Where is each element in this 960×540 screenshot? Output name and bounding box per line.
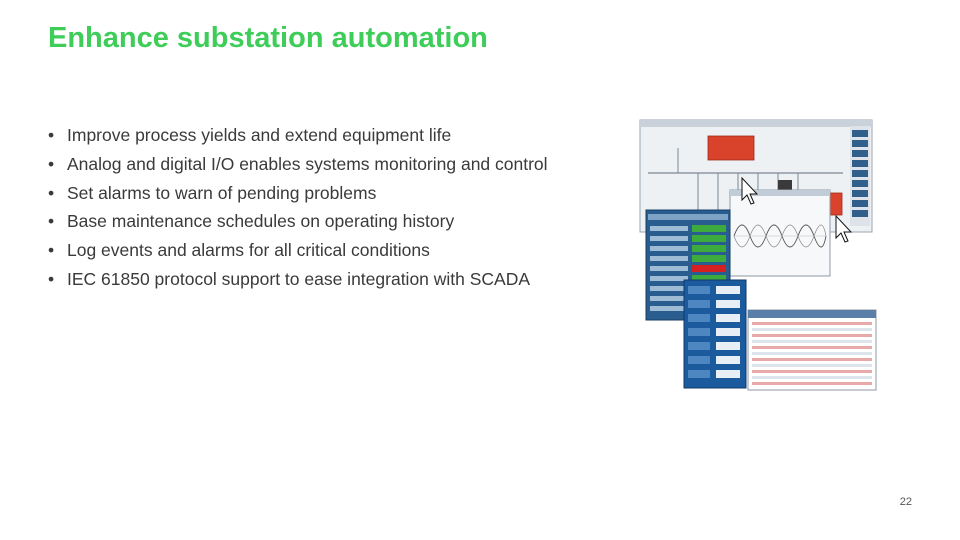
- bullet-item: • Log events and alarms for all critical …: [48, 236, 548, 265]
- bullet-text: Improve process yields and extend equipm…: [67, 125, 452, 145]
- control-panel: [683, 279, 747, 389]
- bullet-glyph: •: [48, 268, 55, 289]
- bullet-text: Set alarms to warn of pending problems: [67, 182, 377, 203]
- bullet-glyph: •: [48, 182, 55, 203]
- bullet-text: Log events and alarms for all critical c…: [67, 240, 430, 261]
- bullet-text: IEC 61850 protocol support to ease integ…: [67, 268, 531, 289]
- substation-software-collage: [639, 119, 877, 391]
- bullet-item: • IEC 61850 protocol support to ease inte…: [48, 265, 548, 294]
- slide-title: Enhance substation automation: [48, 22, 488, 54]
- bullet-item: • Analog and digital I/O enables systems …: [48, 150, 548, 179]
- event-log-window: [747, 309, 877, 391]
- bullet-glyph: •: [48, 211, 55, 232]
- cursor-icon: [835, 214, 853, 243]
- bullet-glyph: •: [48, 125, 55, 145]
- bullet-text: Analog and digital I/O enables systems m…: [67, 153, 548, 174]
- page-number: 22: [899, 496, 912, 508]
- bullet-item: • Set alarms to warn of pending problems: [48, 179, 548, 208]
- bullet-list: • Improve process yields and extend equip…: [48, 121, 548, 294]
- waveform-window: [729, 189, 831, 277]
- bullet-item: • Base maintenance schedules on operating…: [48, 207, 548, 236]
- cursor-icon: [741, 176, 759, 205]
- bullet-glyph: •: [48, 240, 55, 261]
- bullet-item: • Improve process yields and extend equip…: [48, 121, 548, 150]
- bullet-glyph: •: [48, 153, 55, 174]
- bullet-text: Base maintenance schedules on operating …: [67, 211, 455, 232]
